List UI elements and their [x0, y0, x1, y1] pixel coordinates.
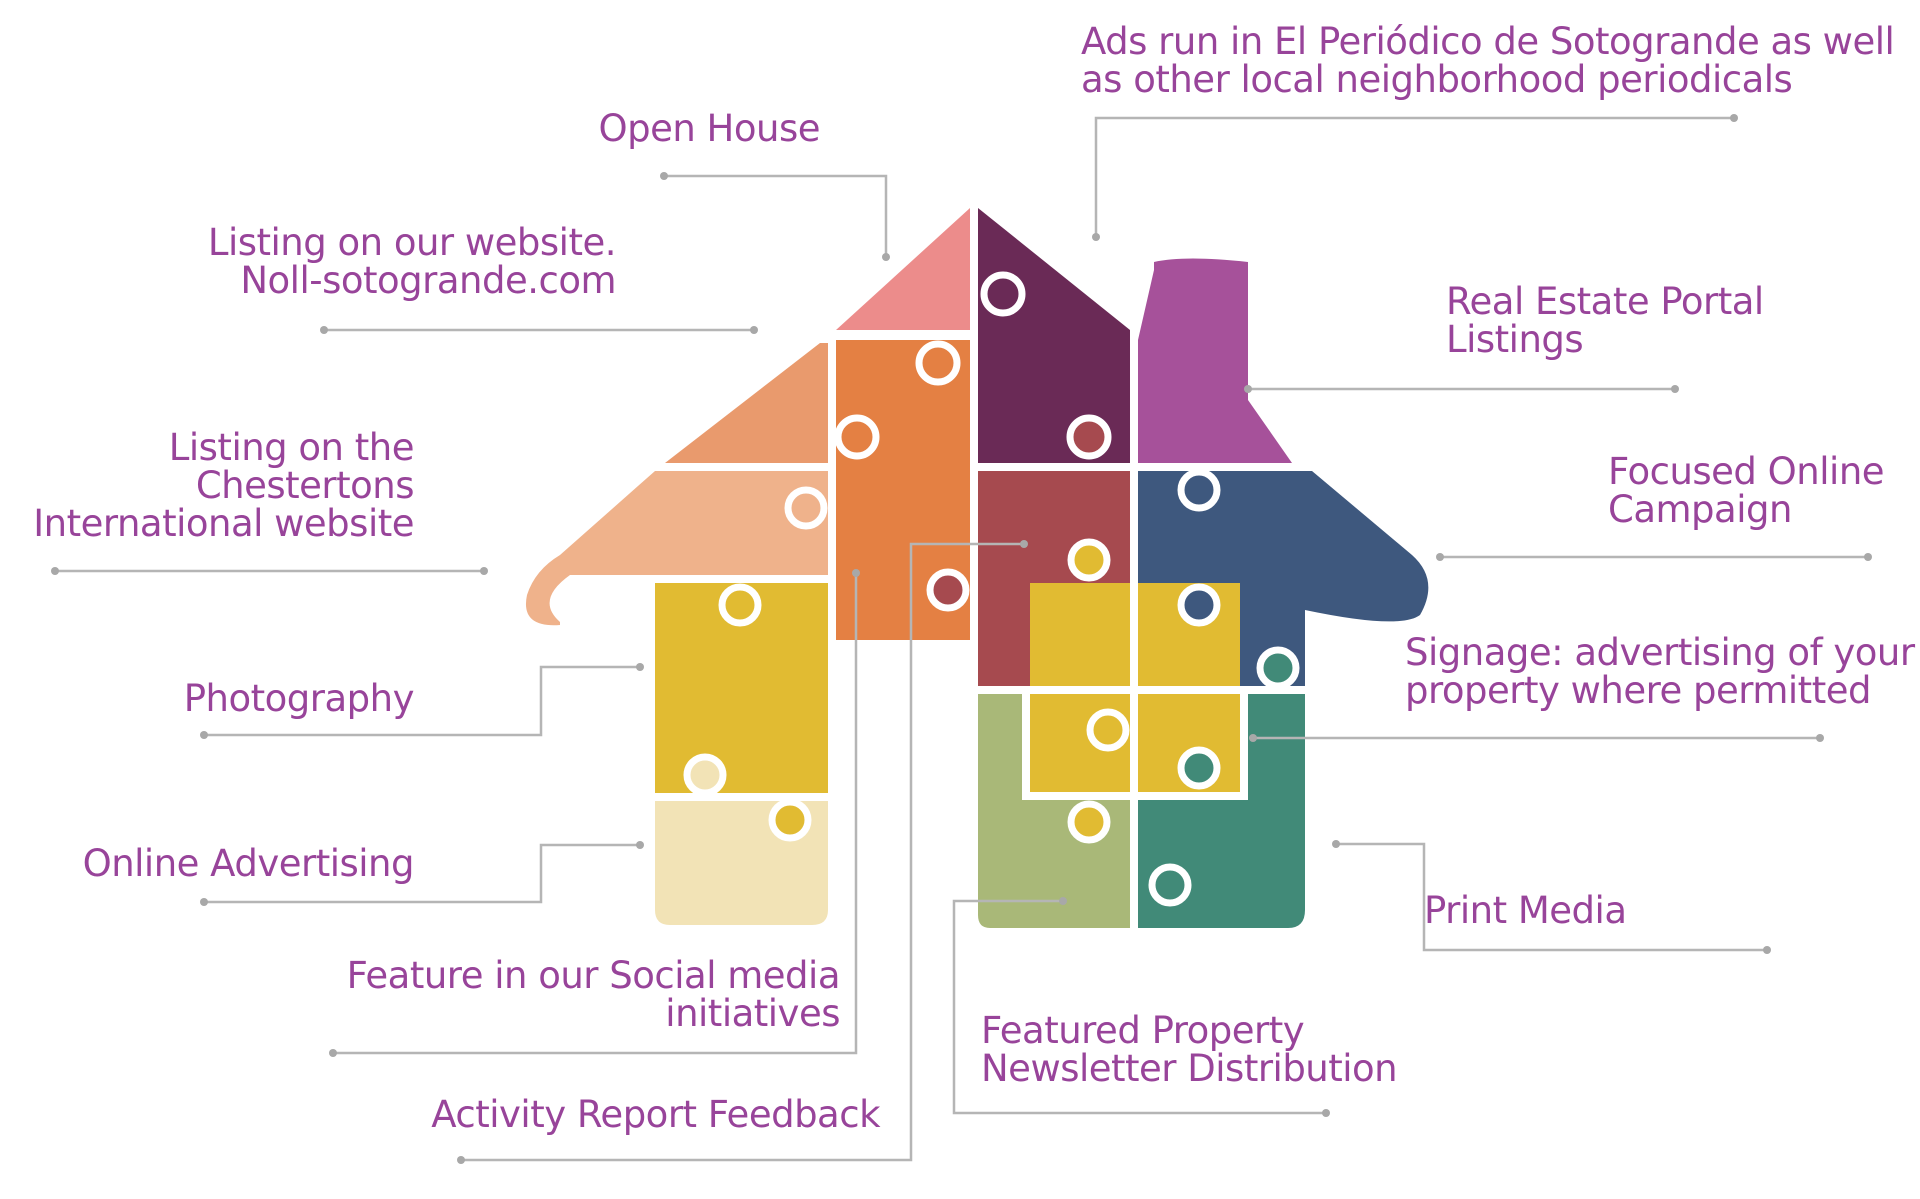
ads-piece [978, 208, 1130, 463]
roof-left-piece [665, 343, 828, 463]
leader-lines [55, 116, 1868, 1162]
open-house-leader [664, 174, 888, 257]
label-newsletter: Featured Property Newsletter Distributio… [981, 1009, 1398, 1090]
social-leader [333, 573, 858, 1055]
activity-leader [461, 542, 1024, 1162]
label-photography: Photography [183, 677, 415, 720]
label-real-estate-portal: Real Estate Portal Listings [1446, 280, 1764, 361]
yellow-center-top-left [1030, 583, 1130, 686]
chestertons-piece [525, 471, 828, 626]
online-advertising-leader [204, 843, 640, 904]
label-signage: Signage: advertising of your property wh… [1405, 631, 1915, 712]
label-ads-periodicals: Ads run in El Periódico de Sotogrande as… [1081, 20, 1895, 101]
leader-end-dots [51, 114, 1872, 1164]
ads-leader [1094, 116, 1734, 237]
photography-leader [204, 665, 640, 737]
label-print-media: Print Media [1424, 889, 1627, 932]
label-social-media: Feature in our Social media initiatives [346, 954, 841, 1035]
label-listing-website: Listing on our website. Noll-sotogrande.… [207, 221, 617, 302]
label-activity-report: Activity Report Feedback [431, 1093, 880, 1136]
open-house-piece [836, 208, 970, 330]
label-focused-online: Focused Online Campaign [1608, 450, 1885, 531]
label-online-advertising: Online Advertising [82, 842, 415, 885]
chimney-piece [1138, 258, 1292, 463]
label-open-house: Open House [598, 107, 820, 150]
newsletter-leader [952, 899, 1326, 1115]
label-chestertons: Listing on the Chestertons International… [33, 426, 414, 545]
print-media-leader [1336, 842, 1767, 952]
green-piece [978, 694, 1130, 928]
puzzle-house [525, 208, 1429, 928]
